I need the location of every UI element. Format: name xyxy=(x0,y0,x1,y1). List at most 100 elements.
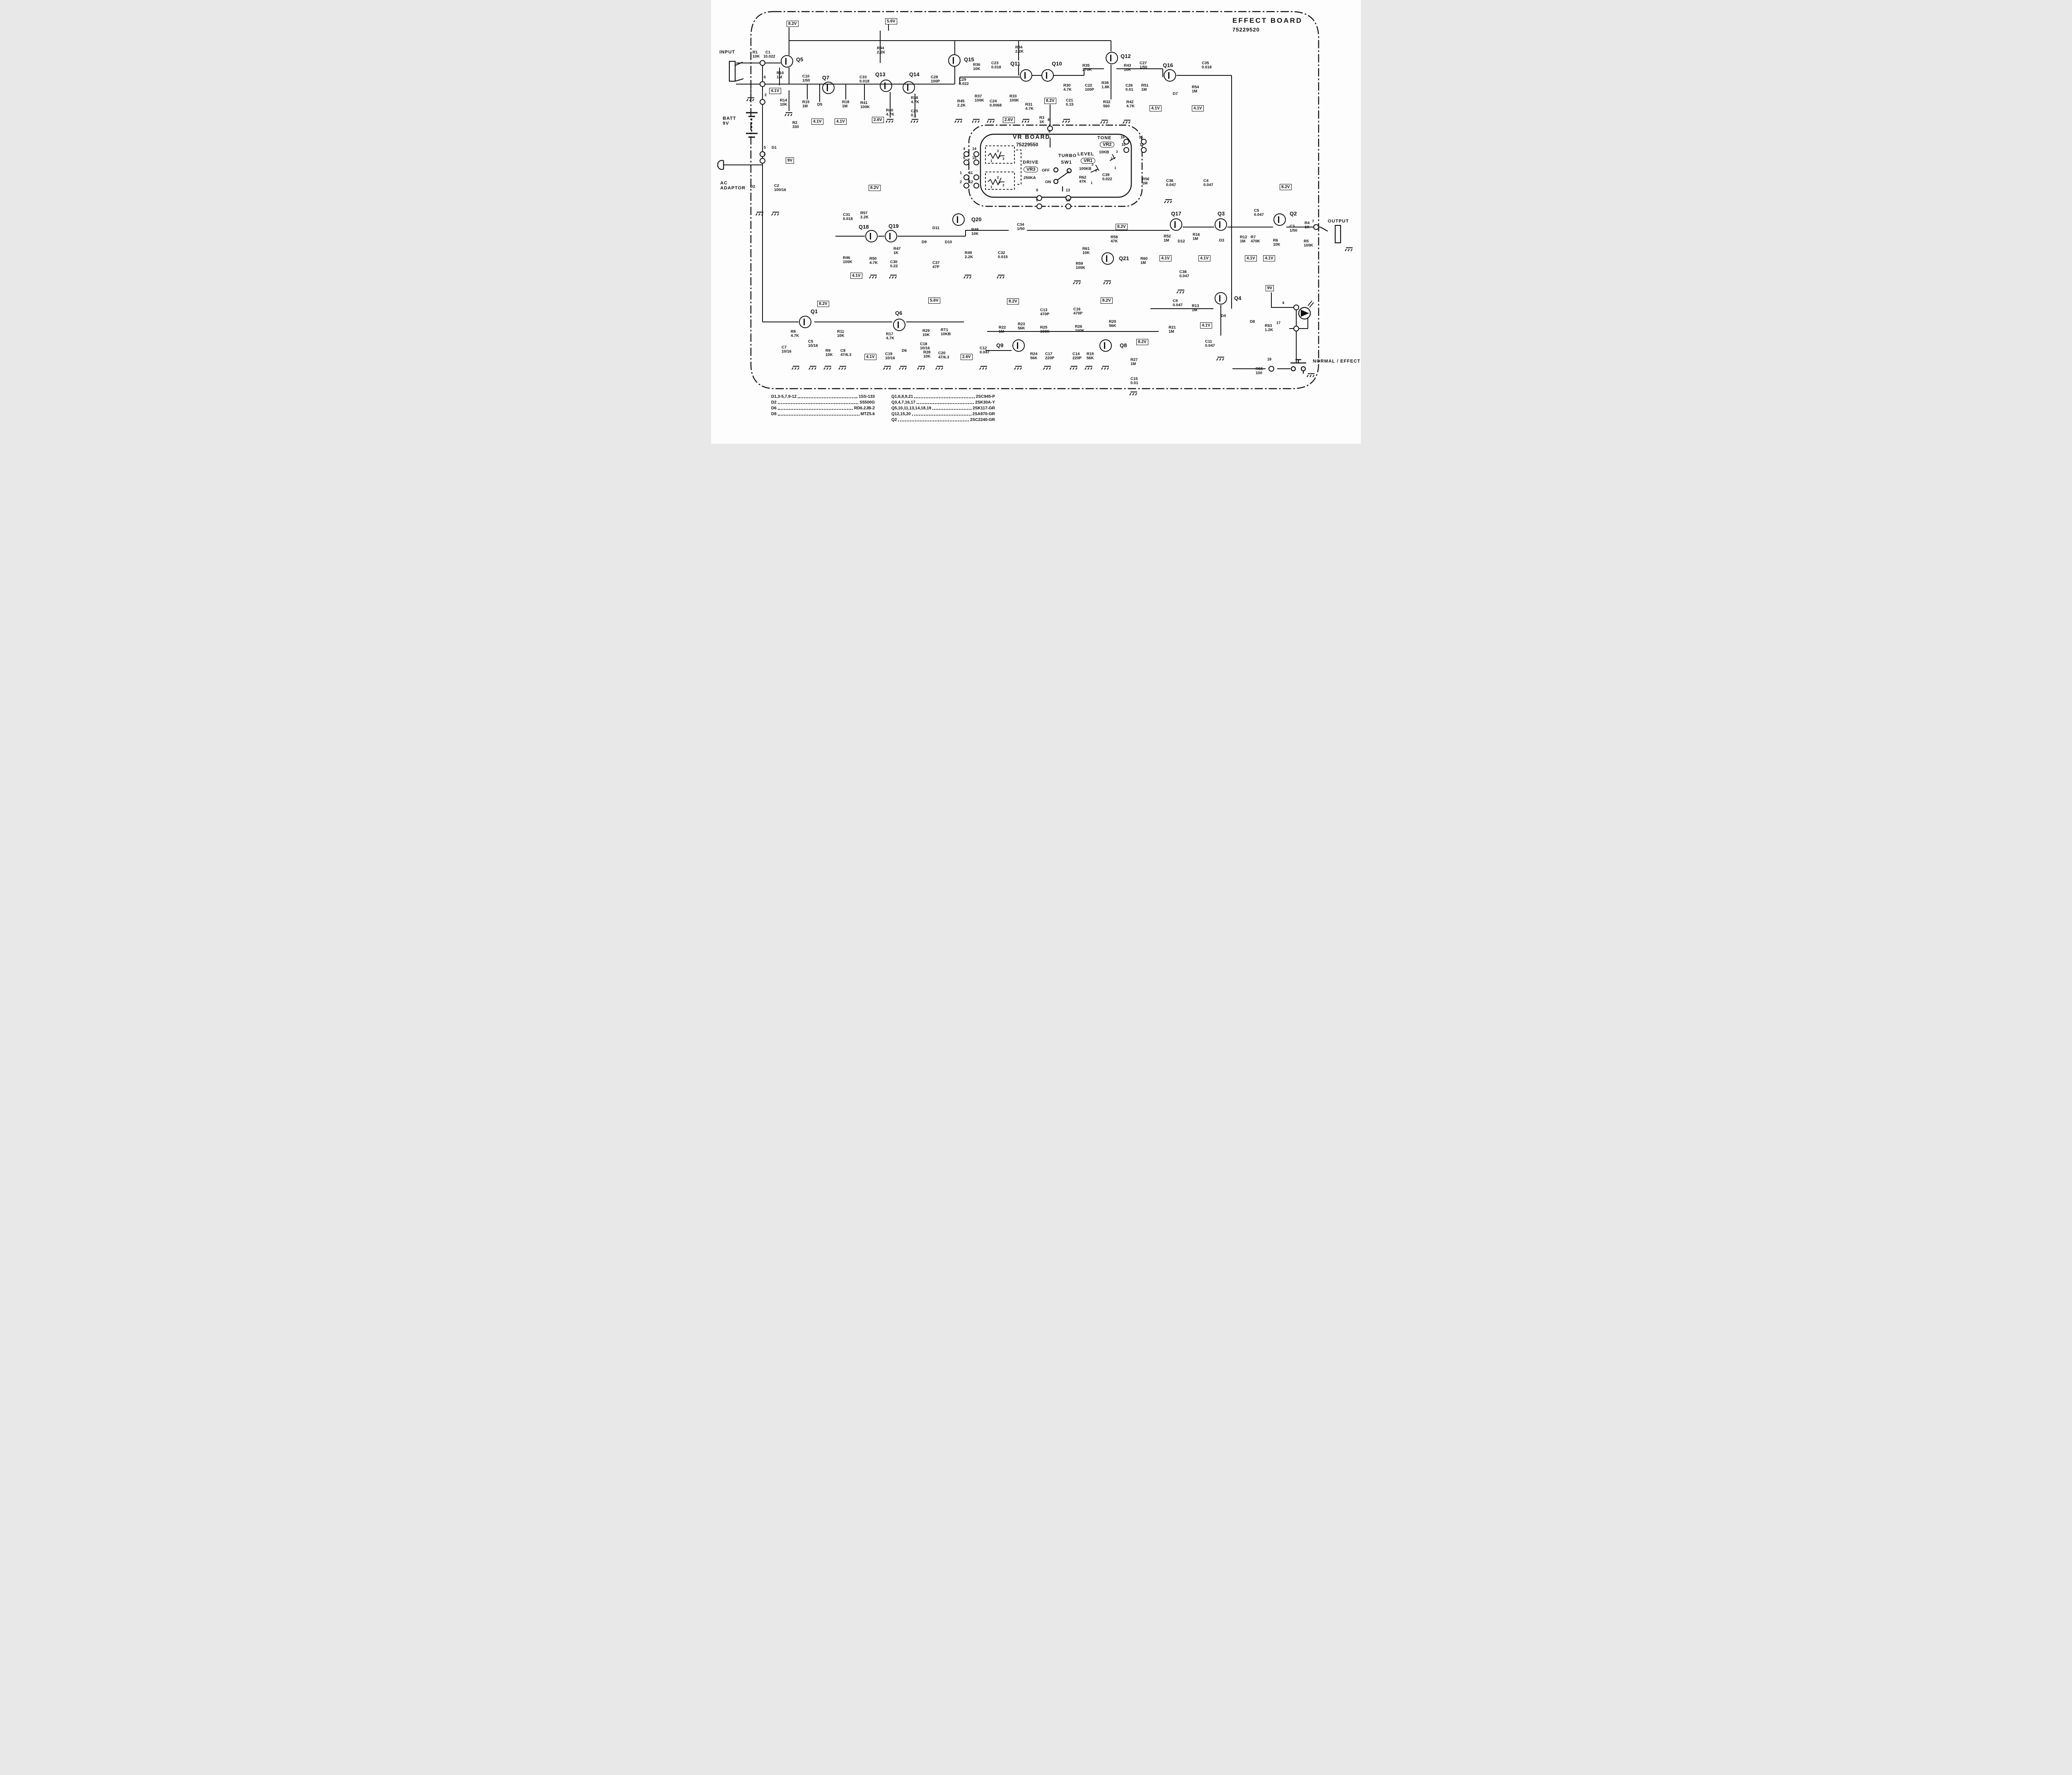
component-C38: C38 0.047 xyxy=(1179,270,1189,279)
component-R52: R52 1M xyxy=(1164,234,1171,243)
component-C1: C1 0.022 xyxy=(765,50,775,59)
transistor-list-refs-2: Q5,10,11,13,14,18,19 xyxy=(891,406,932,411)
pnp-bar-icon xyxy=(953,57,954,64)
transistor-Q12-label: Q12 xyxy=(1121,53,1131,59)
component-C5: C5 10/16 xyxy=(808,339,818,348)
component-R43: R43 10K xyxy=(1124,63,1131,73)
component-D11: D11 xyxy=(932,226,939,230)
voltage-box-8.2V-25: 8.2V xyxy=(1101,297,1113,304)
dot-leader-icon xyxy=(932,409,972,410)
npn-bar-icon xyxy=(898,322,899,328)
transistor-Q18-label: Q18 xyxy=(859,224,869,230)
component-D4: D4 xyxy=(1221,314,1226,318)
voltage-box-8.2V-16: 8.2V xyxy=(1280,184,1292,190)
pin-number-18-26: 18 xyxy=(1267,357,1272,361)
transistor-Q5-symbol xyxy=(781,55,793,68)
pot-pin-3-7: 3 xyxy=(1092,163,1094,167)
output-jack-icon xyxy=(1334,225,1341,244)
input-jack-icon xyxy=(729,60,736,82)
component-R31: R31 4.7K xyxy=(1025,102,1034,111)
battery-label: BATT 9V xyxy=(723,116,736,126)
component-R10: R10 1M xyxy=(777,71,784,80)
level-label: LEVEL xyxy=(1077,152,1094,157)
ac-plug-icon xyxy=(717,160,724,170)
wire-layer xyxy=(717,11,1353,396)
vr-board-number: 75229550 xyxy=(1016,142,1038,148)
component-D10: D10 xyxy=(945,240,952,244)
transistor-list-part-1: 2SK30A-Y xyxy=(975,400,995,405)
pot-pin-2-3: 2 xyxy=(997,176,999,179)
voltage-box-8.2V-24: 8.2V xyxy=(1007,298,1019,305)
led-icon xyxy=(1298,300,1314,320)
component-R38: R38 4.7K xyxy=(911,96,920,105)
turbo-off-label: OFF xyxy=(1042,168,1050,173)
component-C26: C26 0.01 xyxy=(1126,83,1133,92)
drive-pot-icon xyxy=(985,145,1021,190)
pin-number-3-4: 3 xyxy=(763,152,766,156)
transistor-Q9-symbol xyxy=(1012,339,1025,352)
component-R30: R30 4.7K xyxy=(1063,83,1072,92)
dot-leader-icon xyxy=(777,403,859,404)
component-C16: C16 470P xyxy=(1073,307,1083,316)
jfet-bar-icon xyxy=(870,233,871,239)
voltage-box-2.6V-6: 2.6V xyxy=(1003,117,1015,123)
component-R8: R8 4.7K xyxy=(791,329,799,339)
component-C29: C29 0.022 xyxy=(959,77,969,87)
jfet-bar-icon xyxy=(889,233,891,239)
jfet-bar-icon xyxy=(884,82,886,89)
pin-number-11-12: 11 xyxy=(969,171,973,175)
component-R49: R49 2.2K xyxy=(965,251,973,260)
component-C12: C12 0.047 xyxy=(980,346,990,355)
component-R57: R57 2.2K xyxy=(860,211,869,220)
component-C28: C28 100P xyxy=(931,75,940,84)
jfet-bar-icon xyxy=(1174,221,1176,228)
level-pot-ref[interactable]: VR1 xyxy=(1081,158,1096,164)
diode-list-part-1: S5500G xyxy=(859,400,875,405)
dot-leader-icon xyxy=(777,409,853,410)
component-R13: R13 1M xyxy=(1192,304,1199,313)
component-R18: R18 1M xyxy=(842,100,850,109)
component-C13: C13 470P xyxy=(1040,308,1050,317)
pin-number-6-1: 6 xyxy=(764,75,766,79)
component-R42: R42 4.7K xyxy=(1126,100,1135,109)
component-C32: C32 0.015 xyxy=(998,251,1008,260)
transistor-Q5-label: Q5 xyxy=(796,56,804,63)
voltage-box-8.2V-20: 8.2V xyxy=(817,301,829,307)
component-R4: R4 1K xyxy=(1305,221,1310,230)
pin-number-14-8: 14 xyxy=(972,147,977,151)
component-R35: R35 270K xyxy=(1082,63,1092,73)
voltage-box-8.2V-0: 8.2V xyxy=(787,21,799,27)
voltage-box-2.6V-5: 2.6V xyxy=(872,117,884,123)
pin-number-15-10: 15 xyxy=(972,156,977,160)
drive-pot-ref[interactable]: VR3 xyxy=(1024,167,1038,172)
pot-pin-2-6: 2 xyxy=(1095,169,1097,172)
component-R40: R40 4.7K xyxy=(886,108,895,117)
component-C5: C5 0.047 xyxy=(1254,208,1264,218)
transistor-Q19-label: Q19 xyxy=(888,223,899,229)
pot-pin-1-11: 1 xyxy=(1114,166,1116,170)
dot-leader-icon xyxy=(912,415,971,416)
turbo-on-label: ON xyxy=(1045,180,1051,184)
jfet-bar-icon xyxy=(1168,72,1169,79)
component-C3: C3 1/50 xyxy=(1290,224,1297,233)
dot-leader-icon xyxy=(916,403,974,404)
component-D1: D1 xyxy=(772,145,777,150)
component-R45: R45 2.2K xyxy=(957,99,966,108)
schematic-page: EFFECT BOARD 75229520 INPUT OUTPUT BATT … xyxy=(711,0,1361,444)
component-C15: C15 0.01 xyxy=(1130,377,1138,386)
dot-leader-icon xyxy=(777,415,859,416)
transistor-list-part-2: 2SK117-GR xyxy=(973,406,995,411)
input-label: INPUT xyxy=(719,50,735,55)
component-C25: C25 0.1 xyxy=(911,109,918,118)
component-R33: R33 100K xyxy=(1009,94,1019,103)
component-R34: R34 2.2K xyxy=(1015,45,1024,54)
component-C20: C20 47/6.3 xyxy=(938,351,949,360)
transistor-Q4-symbol xyxy=(1215,292,1227,305)
pot-pin-1-5: 1 xyxy=(990,185,992,189)
turbo-switch-ref[interactable]: SW1 xyxy=(1061,160,1072,165)
pot-pin-2-0: 2 xyxy=(997,149,999,153)
component-C33: C33 0.018 xyxy=(859,75,869,84)
tone-pot-value: 10KB xyxy=(1099,150,1109,155)
voltage-box-4.1V-4: 4.1V xyxy=(835,118,847,125)
tone-pot-ref[interactable]: VR2 xyxy=(1100,142,1115,148)
